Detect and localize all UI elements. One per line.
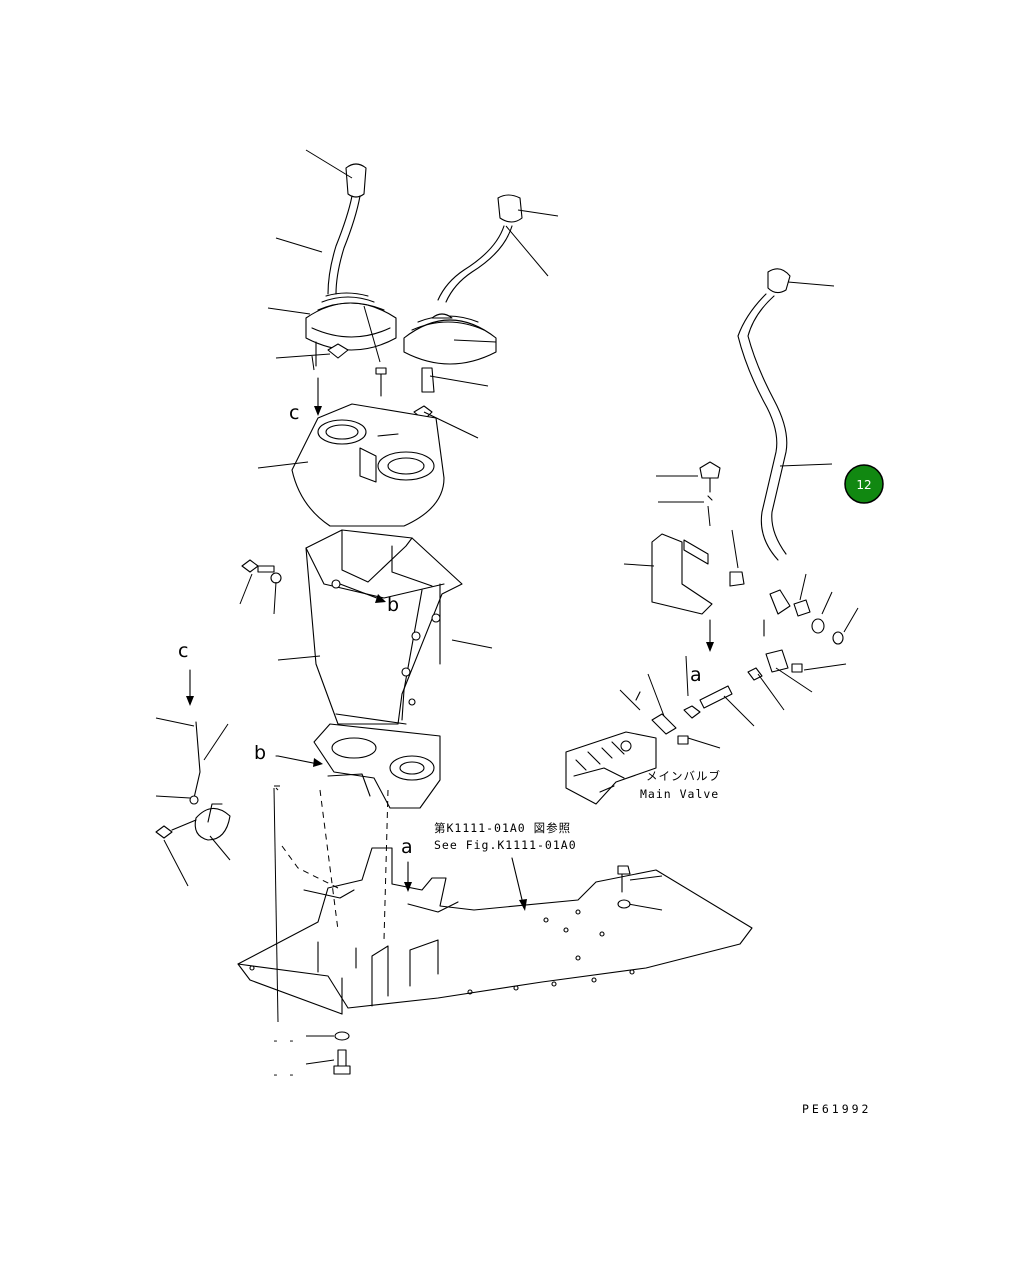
- left-side-parts: [155, 559, 282, 841]
- dash-mark: -: [288, 1067, 296, 1081]
- ref-label-b-lower: b: [254, 742, 266, 764]
- phantom-lines: [281, 789, 389, 941]
- left-control-lever: [305, 163, 397, 367]
- page-number-badge[interactable]: 12: [844, 464, 884, 504]
- lower-bracket: [313, 723, 441, 809]
- ref-label-a-upper: a: [690, 664, 702, 686]
- linkage-rod: [635, 619, 803, 745]
- ref-label-c-upper: c: [289, 402, 299, 424]
- see-figure-label-jp: 第K1111-01A0 図参照: [434, 821, 571, 835]
- dash-mark: -: [272, 1033, 280, 1047]
- floor-plate-holes: [249, 909, 635, 995]
- see-figure-label-en: See Fig.K1111-01A0: [434, 838, 577, 852]
- page-number-badge-text: 12: [856, 478, 871, 492]
- middle-control-lever: [403, 194, 523, 421]
- bottom-fasteners: [333, 865, 631, 1075]
- left-lever-fasteners: [311, 343, 387, 397]
- ref-label-c-lower: c: [178, 640, 188, 662]
- right-control-lever: [737, 268, 791, 615]
- main-valve-sketch: [565, 731, 657, 805]
- dash-mark: -: [288, 1033, 296, 1047]
- ref-label-b-upper: b: [387, 594, 399, 616]
- ref-label-a-lower: a: [401, 836, 413, 858]
- reference-arrows: [186, 377, 714, 911]
- main-valve-label-jp: メインバルブ: [646, 769, 721, 783]
- dash-mark: -: [272, 1067, 280, 1081]
- drawing-code: PE61992: [802, 1102, 871, 1116]
- main-valve-label-en: Main Valve: [640, 787, 719, 801]
- leader-lines: [155, 149, 859, 1065]
- floor-plate: [237, 847, 753, 1015]
- upper-console-cover: [291, 403, 445, 527]
- right-bracket: [651, 461, 844, 645]
- console-box: [305, 529, 463, 725]
